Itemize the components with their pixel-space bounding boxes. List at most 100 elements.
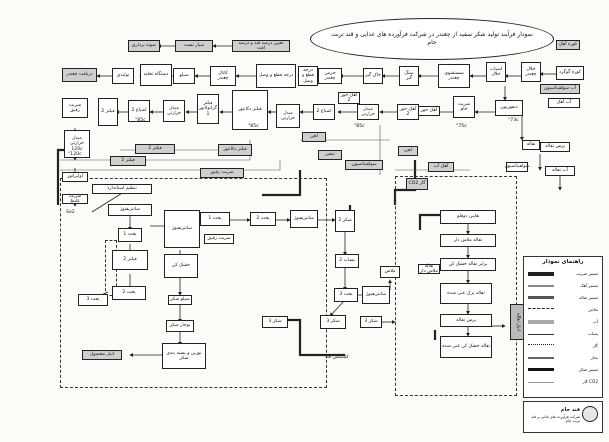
box-pulp-press: پرس تفاله <box>540 142 570 152</box>
box-filter-sugar: فیلتر 2 <box>112 250 148 270</box>
legend-row: مسیر شربت <box>528 271 598 278</box>
box-thin-juice: شربت رقیق <box>62 98 88 118</box>
box-centrifuge-a: سانتریفیوژ <box>108 204 152 216</box>
box-dried-enriched-pulp: تفاله خشک کن غنی شده <box>440 336 492 358</box>
box-granulator-filter: فیلتر گرانولاتور 1 <box>197 94 219 124</box>
box-liming-3: آهک خور 2 <box>338 92 360 104</box>
box-thick-juice: شربت غلیظ <box>62 194 88 204</box>
box-evaporation: تبخیر <box>318 150 342 160</box>
box-sampling: نمونه برداری <box>128 40 160 52</box>
company-logo: قند جام شرکت فرآورده های غذایی و قند ترب… <box>523 401 603 433</box>
box-beet-receipt: دریافت چغندر <box>62 68 97 82</box>
box-molasses: ملاس <box>380 266 400 278</box>
box-sugar-2: شکر 2 <box>335 210 355 232</box>
box-enriched-pulp: تفاله پرک غنی شده <box>440 283 492 304</box>
box-product-store: انبار محصول <box>82 350 122 360</box>
box-silo: سیلو <box>173 68 195 84</box>
logo-name: قند جام <box>560 407 580 413</box>
box-unloader: دستگاه تخلیه <box>140 64 172 86</box>
box-sugar-3c: شکر 3 <box>262 316 288 328</box>
box-lime-water: آب آهک <box>548 98 580 108</box>
box-sulfitation-2: سولفیتاسیون <box>345 160 383 170</box>
box-cooling: پخت 2 <box>112 286 146 300</box>
box-beet-washing: شستشوی چغندر <box>438 64 470 88</box>
box-molasses-pulp: تفاله ملاس دار <box>418 264 440 274</box>
box-centrifuge-d: سانتریفیوژ <box>362 286 390 304</box>
temp-120: 120c° <box>68 152 82 157</box>
box-evaporator: اواپراتور <box>62 172 88 182</box>
box-liming-2: آهک خور 2 <box>397 104 419 120</box>
box-massecuite: پخت 3 <box>78 294 108 306</box>
box-pan-1: پخت 1 <box>200 212 230 226</box>
box-lime-slurry: آهک آب <box>428 162 454 172</box>
box-sugar-3b: شکر 3 <box>360 316 382 328</box>
box-stone-catcher: سنگ گیر <box>399 66 419 86</box>
box-waste-2: پساب 2 <box>335 254 359 268</box>
box-pulp: تفاله <box>522 140 540 150</box>
box-beet-cossettes: خلال چغندر <box>521 62 541 82</box>
label-so2: So2 <box>66 210 75 215</box>
box-pulp-dryer: برابر تفاله خشک کن <box>440 258 496 271</box>
box-heat-exchanger-3: مبدل حرارتی <box>163 100 185 122</box>
box-carbonation-2: اشباع 2 <box>128 100 150 122</box>
box-slicer: اسیاب خلال <box>486 62 506 82</box>
box-beet-channel: کانال چغندر <box>210 66 236 86</box>
box-diffusion: دیفوزیون <box>495 100 523 116</box>
box-sulfitation-water: آب سولفیتاسیون <box>540 84 580 94</box>
box-sugar-grader: بوجار شکر <box>166 320 194 332</box>
box-sugar-silo: سیلو شکر <box>168 295 192 305</box>
legend-title: راهنمای نمودار <box>542 259 584 265</box>
legend-row: مسیر تفاله <box>528 295 598 302</box>
box-pulp-water: آب تفاله <box>545 166 575 176</box>
box-sugar-content: تعیین درصد قند و درصد افت <box>232 40 290 52</box>
legend-row: گاز <box>528 343 598 350</box>
legend-row: ملاس <box>528 307 598 314</box>
box-centrifuge-c: سانتریفیوژ <box>290 210 318 228</box>
box-decanter: فیلتر دکانتور <box>232 90 268 130</box>
box-molasses-pulp-2: تفاله ملاس دار <box>440 234 496 247</box>
box-mud: لجن <box>398 146 418 156</box>
legend-row: مسیر آهک <box>528 283 598 290</box>
sugar-section-frame <box>60 178 327 388</box>
box-heat-exchanger-1: مبدل حرارتی <box>357 104 379 120</box>
temp-85-c: 85c° <box>135 118 146 123</box>
box-filter-decanter-2: فیلتر دکانتور <box>218 144 252 156</box>
temp-85-a: 85c° <box>354 124 365 129</box>
legend-row: بخار <box>528 355 598 362</box>
bottom-label: کلینیکس قند <box>325 355 349 360</box>
box-heat-exchanger-120: مبدل حرارتی 120c <box>64 130 90 158</box>
box-co2: گاز CO2 <box>406 178 428 190</box>
box-hybrid-flow: هایبن دوفلو <box>440 210 496 224</box>
temp-73: 73c° <box>508 118 519 123</box>
legend-row: مسیر شکر <box>528 367 598 374</box>
box-sulfitation: سولفیتاسیون <box>504 162 530 172</box>
box-liming: آهک خور <box>418 106 440 116</box>
box-weighing: تولیدی <box>112 68 134 84</box>
logo-subtitle: شرکت فرآورده های غذایی و قند تربت جام <box>531 415 580 423</box>
box-heat-exchanger-2: مبدل حرارتی <box>276 104 300 128</box>
legend-row: آب <box>528 319 598 326</box>
legend: راهنمای نمودار مسیر شربت مسیر آهک مسیر ت… <box>523 256 603 398</box>
box-standardize: تنظیم استاندارد <box>92 184 152 194</box>
box-beet-channel-main: درجه قطع و وصل <box>256 64 296 88</box>
box-sulfur-kiln: کوره گوگرد <box>556 66 584 80</box>
box-weak-syrup: شربت رقیق <box>204 234 234 244</box>
box-raw-juice: شربت خام <box>453 96 475 118</box>
box-pan-2: پخت 2 <box>250 212 276 226</box>
pulp-section-frame <box>395 176 517 396</box>
legend-row: CO2 گاز <box>528 379 598 386</box>
box-centrifuge-b: سانتریفیوژ <box>164 210 200 248</box>
temp-85-b: 85c° <box>248 124 259 129</box>
box-pulp-press-2: پرس تفاله <box>440 314 492 327</box>
box-mud-2: لجن <box>302 132 326 142</box>
box-thin-juice-return: شربت رقیق <box>200 168 244 178</box>
box-cutoff: درجه قطع و وصل <box>298 66 318 86</box>
box-dryer: خشک کن <box>164 254 198 278</box>
legend-row: پساب <box>528 331 598 338</box>
box-lime-kiln: کوره آهک <box>556 40 580 50</box>
box-mixer: پخت 1 <box>118 228 142 242</box>
box-soil-catcher: خاک گیر <box>363 68 383 84</box>
box-filter-return: فیلتر 2 <box>110 156 146 166</box>
temp-75: 75c° <box>456 124 467 129</box>
